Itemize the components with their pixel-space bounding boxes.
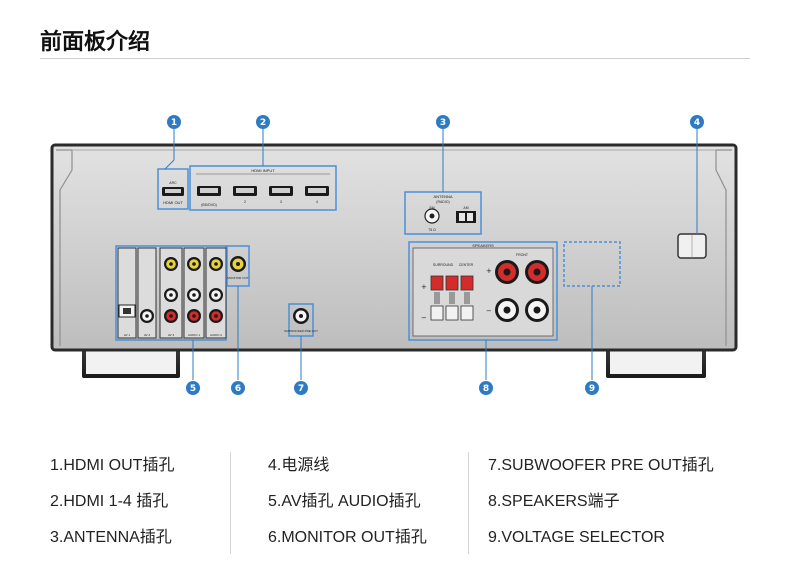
svg-text:−: − <box>486 307 492 315</box>
legend-item: 7.SUBWOOFER PRE OUT插孔 <box>488 457 714 474</box>
av-label: AUDIO 2 <box>210 333 222 337</box>
callout-marker <box>167 115 181 129</box>
leader-line <box>164 159 175 170</box>
av-label: AV 2 <box>144 333 151 337</box>
speaker-terminal-plus <box>445 275 459 291</box>
hdmi-input-port-label: 2 <box>244 200 246 204</box>
callout-number: 3 <box>440 118 446 128</box>
subwoofer-out-label: SUBWOOFER PRE OUT <box>284 329 318 333</box>
hdmi-out-small-label: ARC <box>169 181 177 185</box>
hdmi-input-sub: (BD/DVD) <box>201 203 217 207</box>
antenna-title: ANTENNA <box>433 194 452 199</box>
svg-text:−: − <box>421 314 427 322</box>
page-title: 前面板介绍 <box>40 30 151 55</box>
callout-number: 7 <box>298 384 304 394</box>
callout-marker <box>231 381 245 395</box>
speakers-front: FRONT <box>516 253 529 257</box>
antenna-am-label: AM <box>463 206 468 210</box>
av-rca-jacks <box>140 257 223 323</box>
callout-marker <box>256 115 270 129</box>
speaker-terminal-plus <box>430 275 444 291</box>
monitor-out-label: MONITOR OUT <box>227 276 248 280</box>
hdmi-out-group <box>157 168 189 210</box>
rear-panel-diagram: ARC HDMI OUT HDMI INPUT 2 3 4 (BD/DVD) ANT… <box>50 115 738 395</box>
callout-number: 8 <box>483 384 489 394</box>
speakers-title: SPEAKERS <box>472 243 494 248</box>
antenna-radio: (RADIO) <box>436 200 449 204</box>
legend-item: 9.VOLTAGE SELECTOR <box>488 529 665 546</box>
legend-column-3: 7.SUBWOOFER PRE OUT插孔 8.SPEAKERS端子 9.VOL… <box>488 448 714 556</box>
legend-item: 3.ANTENNA插孔 <box>50 529 172 546</box>
antenna-fm-label: FM <box>429 206 434 210</box>
speakers-surround: SURROUND <box>433 263 454 267</box>
speaker-terminal-plus <box>460 275 474 291</box>
legend-item: 5.AV插孔 AUDIO插孔 <box>268 493 421 510</box>
av-labels: AV 1 AV 2 AV 3 AUDIO 1 AUDIO 2 <box>124 333 222 337</box>
av-label: AV 3 <box>168 333 175 337</box>
legend-item: 1.HDMI OUT插孔 <box>50 457 175 474</box>
legend-item: 8.SPEAKERS端子 <box>488 493 620 510</box>
callout-number: 1 <box>171 118 177 128</box>
title-divider <box>40 58 750 59</box>
speaker-terminal-minus <box>430 305 444 321</box>
hdmi-out-tag: HDMI OUT <box>163 200 183 205</box>
antenna-ohm: 75 Ω <box>428 228 436 232</box>
callout-marker <box>479 381 493 395</box>
hdmi-input-port-label: 4 <box>316 200 318 204</box>
svg-text:+: + <box>486 267 492 275</box>
svg-text:+: + <box>421 283 427 291</box>
legend-divider <box>468 452 469 554</box>
callout-lines <box>164 128 698 380</box>
speakers-group <box>408 241 558 341</box>
callout-marker <box>585 381 599 395</box>
hdmi-input-title: HDMI INPUT <box>251 168 275 173</box>
legend-divider <box>230 452 231 554</box>
callout-number: 2 <box>260 118 266 128</box>
speaker-terminal-minus <box>460 305 474 321</box>
av-label: AV 1 <box>124 333 131 337</box>
callout-number: 4 <box>694 118 700 128</box>
callout-markers: 1 2 3 4 5 6 7 8 9 <box>167 115 704 395</box>
callout-marker <box>436 115 450 129</box>
speakers-center: CENTER <box>459 263 474 267</box>
callout-marker <box>294 381 308 395</box>
hdmi-input-port-label: 3 <box>280 200 282 204</box>
hdmi-input-ports: 2 3 4 <box>197 186 329 204</box>
av-label: AUDIO 1 <box>188 333 200 337</box>
speaker-terminal-minus <box>445 305 459 321</box>
legend-item: 6.MONITOR OUT插孔 <box>268 529 427 546</box>
legend-item: 4.电源线 <box>268 457 330 474</box>
legend-column-1: 1.HDMI OUT插孔 2.HDMI 1-4 插孔 3.ANTENNA插孔 <box>50 448 174 556</box>
legend-column-2: 4.电源线 5.AV插孔 AUDIO插孔 6.MONITOR OUT插孔 <box>268 448 427 556</box>
callout-marker <box>186 381 200 395</box>
callout-number: 9 <box>589 384 595 394</box>
callout-number: 6 <box>235 384 241 394</box>
speaker-terminals <box>430 260 549 322</box>
callout-marker <box>690 115 704 129</box>
callout-number: 5 <box>190 384 196 394</box>
legend-item: 2.HDMI 1-4 插孔 <box>50 493 169 510</box>
